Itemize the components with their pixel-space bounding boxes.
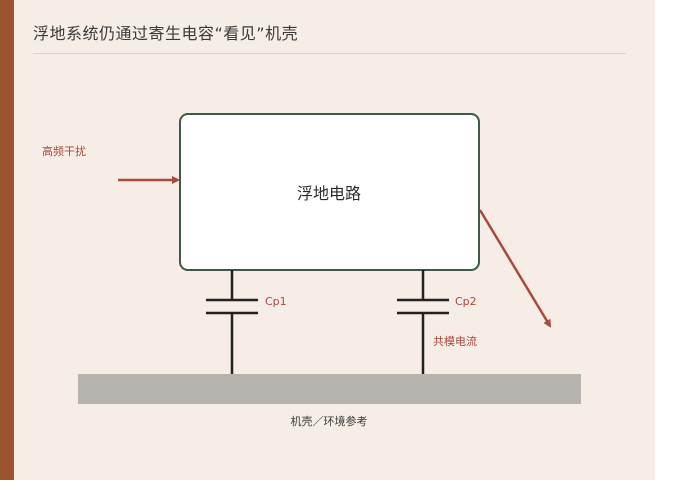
cp1-label: Cp1: [265, 295, 287, 308]
chassis-label: 机壳／环境参考: [291, 414, 368, 428]
floating-circuit-box: [179, 113, 480, 271]
parasitic-capacitance-diagram: 高频干扰 浮地电路 Cp1 Cp2 共模电流 机壳／环境参考: [42, 113, 581, 428]
floating-circuit-label: 浮地电路: [297, 184, 361, 203]
chassis-ground-plane: [78, 374, 581, 404]
cp2-label: Cp2: [455, 295, 477, 308]
title-divider: [33, 53, 626, 54]
common-mode-current-arrow: [478, 209, 552, 328]
interference-label: 高频干扰: [42, 144, 86, 158]
page-title: 浮地系统仍通过寄生电容“看见”机壳: [33, 24, 299, 43]
slide-canvas: 浮地系统仍通过寄生电容“看见”机壳 高频干扰 浮地电路 Cp1 Cp2 共模电流: [0, 0, 655, 480]
common-mode-current-label: 共模电流: [433, 334, 477, 348]
accent-sidebar: [0, 0, 14, 480]
